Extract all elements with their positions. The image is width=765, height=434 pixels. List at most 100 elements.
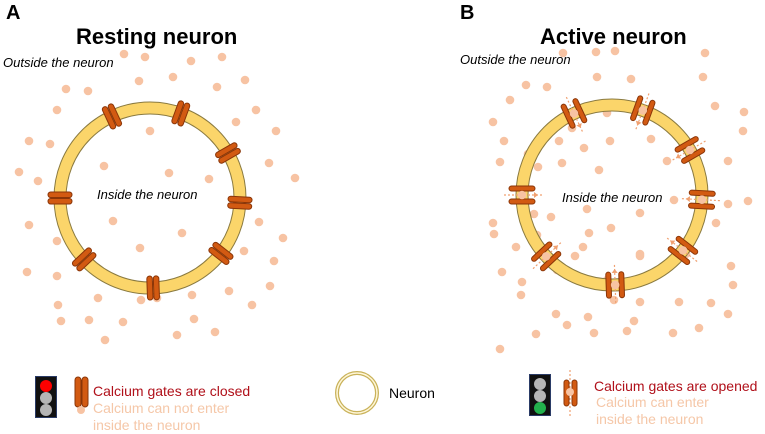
calcium-ion <box>140 52 150 62</box>
calcium-ion <box>290 173 300 183</box>
calcium-ion <box>239 246 249 256</box>
calcium-ion <box>668 328 678 338</box>
calcium-ion <box>533 162 543 172</box>
calcium-ion <box>542 82 552 92</box>
panel-b-inside-label: Inside the neuron <box>562 190 663 205</box>
calcium-ion <box>488 218 498 228</box>
traffic-light-red <box>35 376 57 418</box>
calcium-ion <box>551 309 561 319</box>
calcium-ion <box>517 277 527 287</box>
calcium-ion <box>251 105 261 115</box>
calcium-ion <box>83 86 93 96</box>
arrow-head <box>670 240 676 246</box>
legend-closed-subtitle-2: inside the neuron <box>93 417 201 433</box>
calcium-ion-passing <box>678 246 688 255</box>
legend-neuron-label: Neuron <box>389 385 435 401</box>
calcium-ion <box>743 196 753 206</box>
calcium-gate-open <box>630 91 656 130</box>
calcium-gate-open <box>681 189 722 210</box>
calcium-gate-closed <box>47 191 73 205</box>
calcium-ion <box>22 267 32 277</box>
calcium-ion <box>177 228 187 238</box>
calcium-gate-open <box>672 136 708 164</box>
arrow-head <box>611 268 618 274</box>
calcium-ion <box>694 323 704 333</box>
calcium-gate-open <box>605 264 626 305</box>
calcium-ion <box>269 256 279 266</box>
calcium-ion <box>557 158 567 168</box>
panel-a-letter: A <box>6 2 21 24</box>
calcium-ion <box>186 56 196 66</box>
calcium-ion <box>265 281 275 291</box>
calcium-ion <box>711 218 721 228</box>
calcium-gate-closed <box>71 247 97 272</box>
calcium-ion <box>726 261 736 271</box>
calcium-ion <box>164 168 174 178</box>
gate-subunit <box>208 247 230 265</box>
calcium-ion <box>589 328 599 338</box>
calcium-ion <box>33 176 43 186</box>
traffic-light-off-lamp <box>534 378 546 390</box>
calcium-gate-open <box>560 95 588 132</box>
calcium-ion <box>594 165 604 175</box>
traffic-light-off-lamp <box>40 392 52 404</box>
legend-open-title: Calcium gates are opened <box>594 378 758 394</box>
traffic-light-green <box>529 374 551 416</box>
arrow-head <box>635 120 642 126</box>
traffic-light-off-lamp <box>534 390 546 402</box>
calcium-ion <box>610 46 620 56</box>
calcium-gate-closed <box>227 195 253 210</box>
gate-subunit <box>152 275 160 301</box>
calcium-gate-closed <box>101 103 123 130</box>
calcium-ion <box>606 223 616 233</box>
gate-subunit <box>215 142 238 159</box>
calcium-ion <box>505 95 515 105</box>
gate-subunit <box>47 191 73 198</box>
calcium-ion <box>495 157 505 167</box>
panel-a-outside-label: Outside the neuron <box>3 55 114 70</box>
calcium-ion <box>187 290 197 300</box>
arrow-head <box>676 153 682 159</box>
legend-closed-gate-icon <box>74 376 89 414</box>
calcium-ion <box>14 167 24 177</box>
calcium-ion <box>669 195 679 205</box>
calcium-ion <box>136 295 146 305</box>
calcium-ion <box>723 156 733 166</box>
calcium-gate-closed <box>171 100 191 127</box>
calcium-ion <box>24 136 34 146</box>
calcium-ion <box>728 280 738 290</box>
calcium-ion <box>212 82 222 92</box>
calcium-ion <box>499 136 509 146</box>
calcium-gate-closed <box>208 241 234 265</box>
traffic-light-green-lamp <box>534 402 546 414</box>
calcium-ion <box>52 105 62 115</box>
calcium-ion <box>578 242 588 252</box>
calcium-ion <box>24 220 34 230</box>
calcium-ion <box>264 158 274 168</box>
calcium-ion <box>488 117 498 127</box>
gate-subunit <box>218 147 241 164</box>
calcium-ion <box>99 161 109 171</box>
gate-subunit <box>227 195 253 204</box>
active-neuron <box>502 91 722 305</box>
calcium-ion <box>592 72 602 82</box>
calcium-ion <box>626 74 636 84</box>
calcium-ion <box>56 316 66 326</box>
calcium-ion <box>583 312 593 322</box>
calcium-ion <box>53 300 63 310</box>
calcium-gate-open <box>502 185 542 205</box>
calcium-ion-passing <box>541 252 551 261</box>
calcium-ion <box>52 271 62 281</box>
calcium-ion <box>582 204 592 214</box>
resting-neuron <box>47 100 253 301</box>
calcium-ion <box>554 136 564 146</box>
legend-closed-subtitle-1: Calcium can not enter <box>93 400 230 416</box>
gate-subunit <box>227 202 253 210</box>
calcium-ion <box>497 267 507 277</box>
gate-subunit <box>508 185 536 192</box>
calcium-ion-passing <box>517 190 527 200</box>
calcium-ion <box>231 117 241 127</box>
calcium-ion <box>629 316 639 326</box>
calcium-ion <box>495 344 505 354</box>
